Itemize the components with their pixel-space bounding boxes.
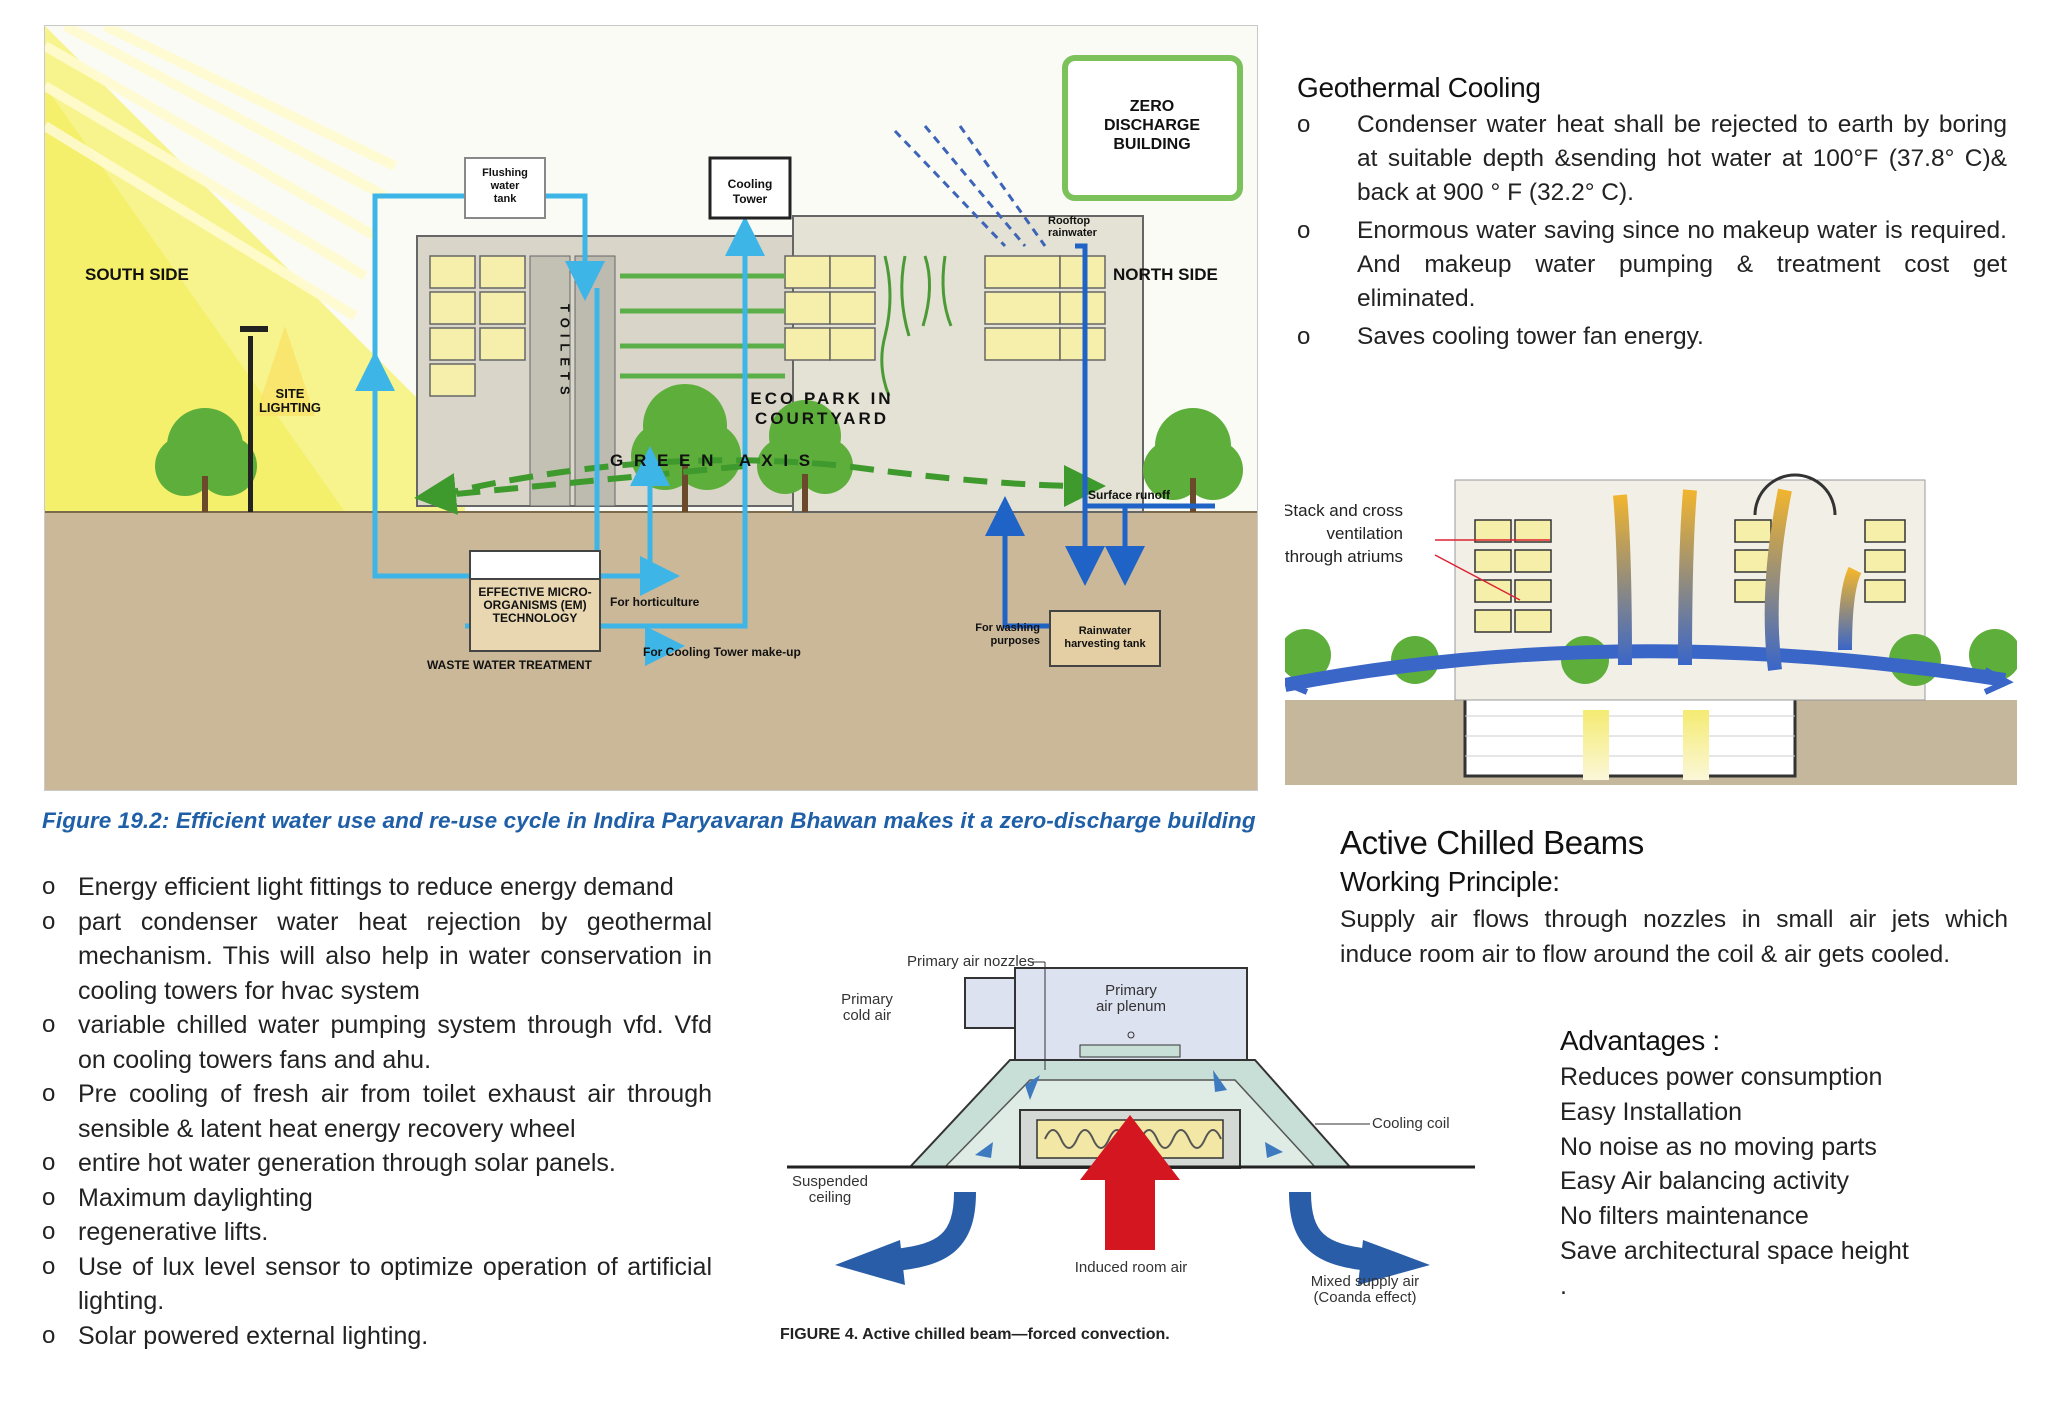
flushing-tank-line-3: tank: [494, 193, 518, 205]
bullet-icon: o: [42, 1218, 56, 1245]
surface-runoff-label: Surface runoff: [1088, 488, 1171, 502]
cooling-coil-label: Cooling coil: [1372, 1115, 1450, 1132]
mixed-supply-line-2: (Coanda effect): [1313, 1289, 1416, 1306]
bullet-icon: o: [42, 873, 56, 900]
advantages-title: Advantages :: [1560, 1025, 1720, 1056]
site-lighting-line-1: SITE: [276, 386, 305, 401]
bullet-icon: o: [42, 1149, 56, 1176]
rooftop-rainwater-line-2: rainwater: [1048, 227, 1098, 239]
flushing-tank-line-2: water: [490, 180, 520, 192]
primary-cold-air-line-2: cold air: [843, 1007, 891, 1024]
rain-tank-line-1: Rainwater: [1079, 625, 1132, 637]
bullet-icon: o: [42, 1252, 56, 1280]
active-beams-section: Active Chilled Beams Working Principle: …: [1340, 822, 2008, 972]
bullet-icon: o: [42, 1321, 56, 1349]
list-item: Easy Installation: [1560, 1097, 1743, 1126]
toilets-label: TOILETS: [558, 304, 573, 401]
green-axis-label: G R E E N A X I S: [610, 451, 813, 470]
eco-park-line-1: ECO PARK IN: [750, 389, 893, 408]
site-lighting-line-2: LIGHTING: [259, 400, 321, 415]
ventilation-label-line-2: ventilation: [1326, 524, 1403, 543]
bullet-icon: o: [42, 1080, 56, 1107]
washing-line-2: purposes: [990, 635, 1040, 647]
flushing-tank-line-1: Flushing: [482, 167, 528, 179]
suspended-ceiling-line-1: Suspended: [792, 1173, 868, 1190]
bullet-icon: o: [42, 1183, 56, 1211]
waste-water-label: WASTE WATER TREATMENT: [427, 658, 593, 672]
water-figure-caption: Figure 19.2: Efficient water use and re-…: [42, 808, 1256, 833]
primary-cold-air-line-1: Primary: [841, 991, 893, 1008]
primary-plenum-line-1: Primary: [1105, 982, 1157, 999]
list-item: Easy Air balancing activity: [1560, 1167, 1850, 1196]
water-cycle-figure: ZERO DISCHARGE BUILDING SOUTH SIDE NORTH…: [44, 25, 1258, 791]
em-tech-line-1: EFFECTIVE MICRO-: [478, 585, 591, 599]
working-principle-heading: Working Principle:: [1340, 866, 1560, 897]
working-principle-text: Supply air flows through nozzles in smal…: [1340, 906, 2008, 968]
eco-park-line-2: COURTYARD: [755, 409, 889, 428]
zero-discharge-line-3: BUILDING: [1113, 136, 1190, 153]
cooling-tower-line-1: Cooling: [728, 177, 773, 191]
north-side-label: NORTH SIDE: [1113, 265, 1218, 284]
south-side-label: SOUTH SIDE: [85, 265, 189, 284]
advantages-section: Advantages : Reduces power consumption E…: [1560, 1022, 2020, 1304]
list-item: Save architectural space height: [1560, 1236, 1909, 1265]
suspended-ceiling-line-2: ceiling: [809, 1189, 852, 1206]
primary-nozzles-label: Primary air nozzles: [907, 953, 1035, 970]
em-tech-line-2: ORGANISMS (EM): [483, 598, 586, 612]
list-item: Reduces power consumption: [1560, 1063, 1883, 1091]
chilled-beam-caption: FIGURE 4. Active chilled beam—forced con…: [780, 1326, 1170, 1343]
horticulture-label: For horticulture: [610, 595, 700, 609]
ventilation-figure: Stack and cross ventilation through atri…: [1285, 470, 2017, 785]
primary-plenum-line-2: air plenum: [1096, 998, 1166, 1015]
mixed-supply-line-1: Mixed supply air: [1311, 1273, 1419, 1290]
chilled-beam-figure: Primary air nozzles Primary cold air Pri…: [775, 920, 1485, 1360]
cooling-makeup-label: For Cooling Tower make-up: [643, 645, 801, 659]
zero-discharge-line-2: DISCHARGE: [1104, 117, 1200, 134]
rain-tank-line-2: harvesting tank: [1064, 638, 1146, 650]
list-item: No noise as no moving parts: [1560, 1132, 1877, 1161]
washing-line-1: For washing: [975, 622, 1040, 634]
list-item: No filters maintenance: [1560, 1202, 1809, 1231]
ventilation-label-line-1: Stack and cross: [1285, 501, 1403, 520]
rooftop-rainwater-line-1: Rooftop: [1048, 215, 1090, 227]
bullet-icon: o: [42, 907, 56, 935]
advantages-list: Reduces power consumption Easy Installat…: [1560, 1060, 2020, 1304]
cooling-tower-line-2: Tower: [733, 192, 768, 206]
bullet-icon: o: [1297, 111, 1311, 138]
ventilation-label-line-3: through atriums: [1285, 547, 1403, 566]
bullet-icon: o: [42, 1011, 56, 1038]
zero-discharge-line-1: ZERO: [1130, 98, 1174, 115]
bullet-icon: o: [1297, 323, 1311, 350]
induced-room-air-label: Induced room air: [1075, 1259, 1188, 1276]
active-beams-title: Active Chilled Beams: [1340, 824, 1644, 861]
bullet-icon: o: [1297, 217, 1311, 244]
geothermal-title: Geothermal Cooling: [1297, 72, 1541, 103]
list-item: .: [1560, 1271, 1567, 1300]
em-tech-line-3: TECHNOLOGY: [493, 611, 578, 625]
